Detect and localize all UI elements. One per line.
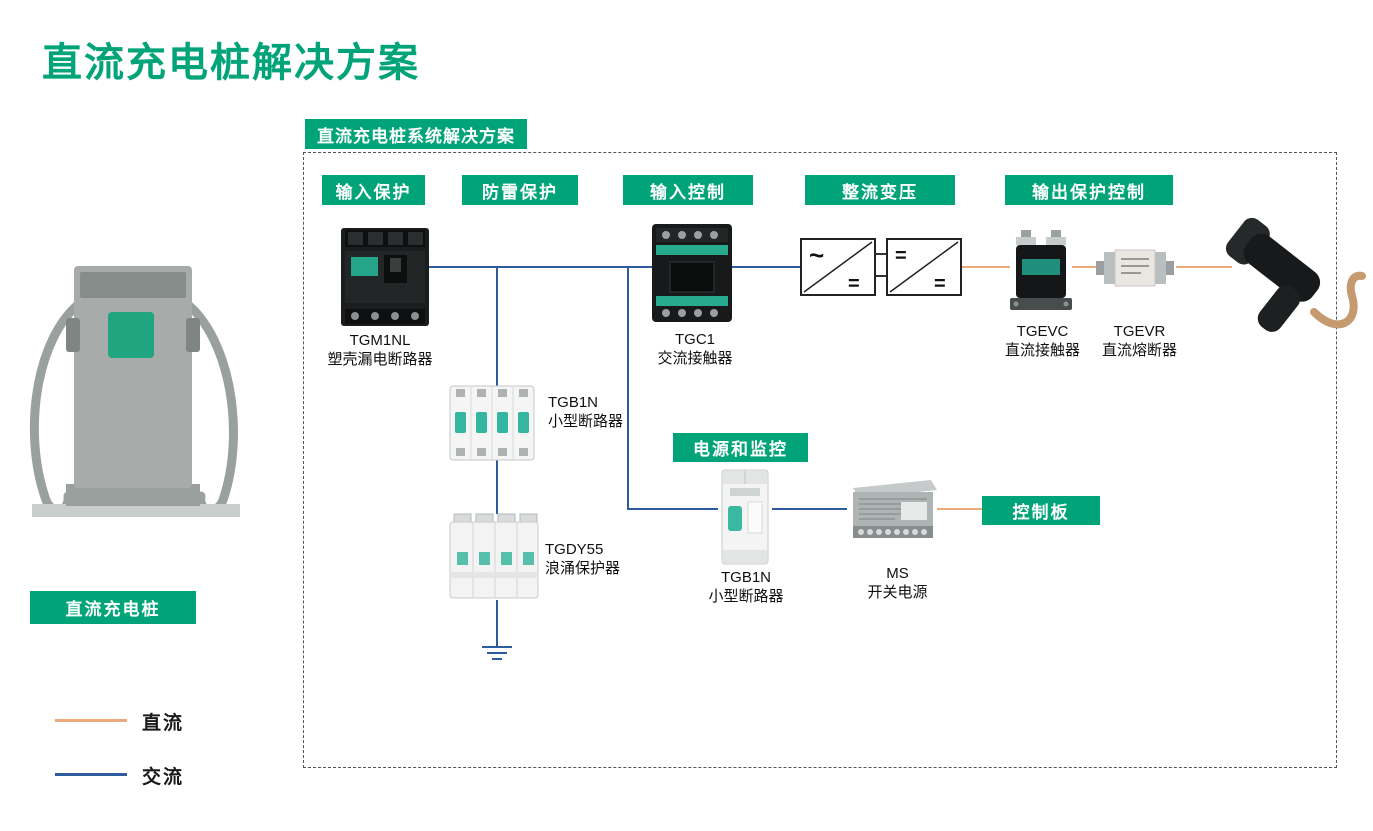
ac-line-contactor-to-rectifier bbox=[730, 266, 800, 268]
ac-line-to-aux-breaker bbox=[627, 508, 718, 510]
rectifier-link-line-2 bbox=[874, 275, 888, 277]
tgevc-name: TGEVC bbox=[1016, 323, 1069, 340]
ground-line-1 bbox=[482, 646, 512, 648]
tgdy55-image bbox=[449, 513, 539, 599]
tgm1nl-name: TGM1NL bbox=[349, 332, 411, 349]
tgm1nl-image bbox=[341, 228, 429, 326]
tgb1n-main-name: TGB1N bbox=[548, 394, 599, 411]
tgc1-desc: 交流接触器 bbox=[657, 350, 733, 367]
legend-ac-line bbox=[55, 773, 127, 776]
tgdy55-name: TGDY55 bbox=[545, 541, 604, 558]
legend-ac-label: 交流 bbox=[142, 767, 185, 788]
tgevc-caption: TGEVC 直流接触器 bbox=[990, 322, 1095, 360]
tgc1-image bbox=[652, 224, 732, 322]
tgevr-name: TGEVR bbox=[1113, 323, 1166, 340]
charging-gun-image bbox=[1225, 217, 1366, 332]
ac-branch-down-3 bbox=[496, 600, 498, 646]
page-title: 直流充电桩解决方案 bbox=[42, 41, 420, 85]
ac-branch-down-2 bbox=[496, 460, 498, 514]
tgb1n-aux-image bbox=[721, 469, 769, 565]
tgm1nl-desc: 塑壳漏电断路器 bbox=[327, 351, 433, 368]
ms-psu-name: MS bbox=[886, 565, 909, 582]
acdc-input-symbol: ~ bbox=[809, 240, 824, 270]
dcdc-output-symbol: = bbox=[934, 273, 946, 294]
badge-control-board: 控制板 bbox=[982, 496, 1100, 525]
rectifier-link-line-1 bbox=[874, 253, 888, 255]
tgb1n-aux-caption: TGB1N 小型断路器 bbox=[688, 568, 804, 606]
tgc1-name: TGC1 bbox=[674, 331, 715, 348]
tgevr-caption: TGEVR 直流熔断器 bbox=[1092, 322, 1187, 360]
acdc-output-symbol: = bbox=[848, 273, 860, 294]
badge-rectify-transform: 整流变压 bbox=[805, 175, 955, 205]
dc-line-rectifier-to-tgevc bbox=[962, 266, 1010, 268]
tgevc-image bbox=[1010, 230, 1072, 310]
badge-lightning-protection: 防雷保护 bbox=[462, 175, 578, 205]
rectifier-acdc-box: ~ = bbox=[800, 238, 876, 296]
ms-psu-image bbox=[853, 480, 937, 538]
diagram-title: 直流充电桩系统解决方案 bbox=[305, 119, 527, 149]
tgb1n-main-image bbox=[449, 385, 535, 461]
tgevr-image bbox=[1096, 249, 1174, 287]
badge-input-protection: 输入保护 bbox=[322, 175, 425, 205]
ac-bus-line bbox=[424, 266, 652, 268]
ac-branch-down-1 bbox=[496, 266, 498, 386]
ground-line-2 bbox=[487, 652, 507, 654]
badge-power-monitoring: 电源和监控 bbox=[673, 433, 808, 462]
tgb1n-main-caption: TGB1N 小型断路器 bbox=[548, 393, 658, 431]
ac-drop-line bbox=[627, 268, 629, 510]
dc-line-psu-to-control-board bbox=[937, 508, 982, 510]
tgevc-desc: 直流接触器 bbox=[1004, 342, 1080, 359]
dcdc-input-symbol: = bbox=[895, 245, 907, 267]
tgm1nl-caption: TGM1NL 塑壳漏电断路器 bbox=[295, 331, 465, 369]
charging-pile-label: 直流充电桩 bbox=[30, 591, 196, 624]
tgb1n-aux-name: TGB1N bbox=[720, 569, 771, 586]
tgb1n-main-desc: 小型断路器 bbox=[548, 413, 624, 430]
ms-psu-desc: 开关电源 bbox=[867, 584, 928, 601]
ms-psu-caption: MS 开关电源 bbox=[845, 564, 950, 602]
charging-pile-illustration bbox=[29, 266, 240, 517]
legend-dc-label: 直流 bbox=[142, 713, 185, 734]
dc-line-tgevc-to-tgevr bbox=[1072, 266, 1096, 268]
tgdy55-caption: TGDY55 浪涌保护器 bbox=[545, 540, 665, 578]
badge-output-protection-control: 输出保护控制 bbox=[1005, 175, 1173, 205]
tgdy55-desc: 浪涌保护器 bbox=[545, 560, 621, 577]
diagram-border bbox=[303, 152, 1337, 768]
legend-dc-line bbox=[55, 719, 127, 722]
ground-line-3 bbox=[492, 658, 502, 660]
dc-line-tgevr-to-gun bbox=[1176, 266, 1232, 268]
rectifier-dcdc-box: = = bbox=[886, 238, 962, 296]
tgevr-desc: 直流熔断器 bbox=[1101, 342, 1177, 359]
tgb1n-aux-desc: 小型断路器 bbox=[708, 588, 784, 605]
badge-input-control: 输入控制 bbox=[623, 175, 753, 205]
ac-line-breaker-to-psu bbox=[772, 508, 847, 510]
tgc1-caption: TGC1 交流接触器 bbox=[615, 330, 775, 368]
